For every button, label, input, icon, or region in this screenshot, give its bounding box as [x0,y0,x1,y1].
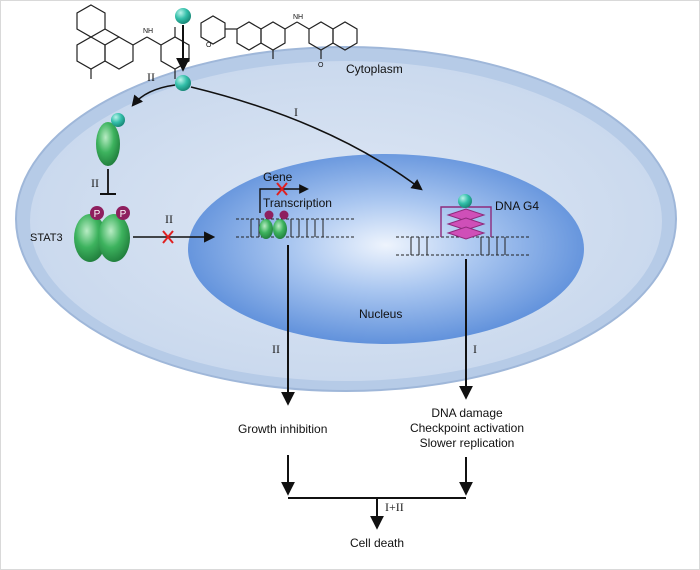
transcription-arrow [259,184,309,213]
route-1-arrow-to-g4 [190,86,423,191]
dna-g4-label: DNA G4 [495,199,539,213]
phospho-left [90,206,104,220]
ligand-inside [175,75,191,91]
block-cross-1 [162,230,174,244]
phospho-right [116,206,130,220]
dna-damage-label: DNA damage [431,406,503,420]
phospho-left-label: P [94,209,101,220]
gene-stat3-right [273,219,287,239]
stat3-label: STAT3 [30,232,63,244]
g-quadruplex [440,206,492,240]
compound-structure-2 [200,15,358,59]
gene-label: Gene [263,170,293,184]
transcription-label: Transcription [263,196,332,210]
route-2-label-top: II [147,70,155,84]
checkpoint-activation-label: Checkpoint activation [410,421,524,435]
slower-replication-label: Slower replication [420,436,515,450]
route-2-label-down: II [272,342,280,356]
route-1-label-top: I [294,105,298,119]
compound-1-amine: NH [143,28,153,35]
block-cross-2 [276,182,288,196]
route-2-label-mid: II [165,212,173,226]
nucleus-label: Nucleus [359,307,402,321]
phospho-right-label: P [120,209,127,220]
route-2-arrow-to-stat3 [131,84,176,107]
ligand-outside [175,8,191,24]
ligand-bound-stat3 [111,113,125,127]
route-1-label-down: I [473,342,477,356]
route-2-label-stat3: II [91,176,99,190]
gene-phospho-right [279,210,289,220]
gene-phospho-left [264,210,274,220]
stat3-dimer-right [98,214,130,262]
cell-death-label: Cell death [350,536,404,550]
compound-structure-1 [76,4,190,79]
compound-2-amine: NH [293,14,303,21]
ligand-bound-g4 [458,194,472,208]
gene-dna [236,218,356,238]
growth-inhibition-label: Growth inhibition [238,422,327,436]
gene-stat3-left [259,219,273,239]
combined-pathway-label: I+II [385,500,404,514]
compound-2-ketone-o: O [318,62,324,69]
cytoplasm-label: Cytoplasm [346,62,403,76]
stat3-monomer [96,122,120,166]
stat3-dimer-left [74,214,106,262]
compound-2-morpholine-o: O [206,42,212,49]
